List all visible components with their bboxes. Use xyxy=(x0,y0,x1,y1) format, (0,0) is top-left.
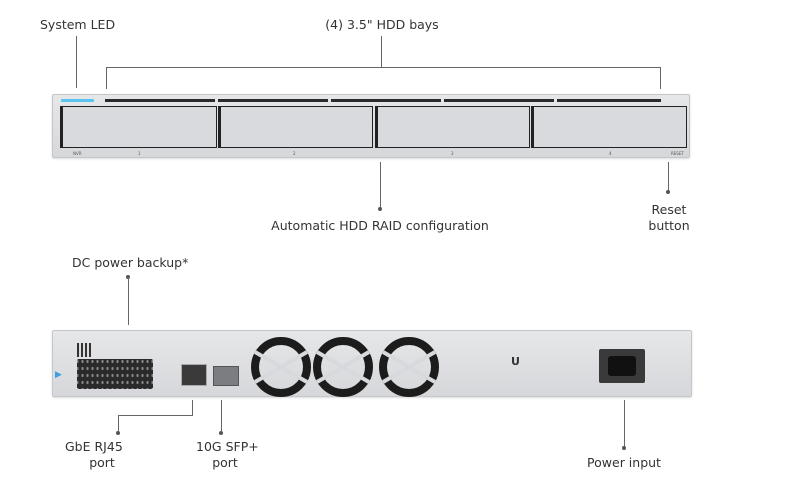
reset-label-1: Reset xyxy=(651,202,687,217)
ubiquiti-logo-icon: U xyxy=(511,355,520,368)
fan-1 xyxy=(251,337,311,397)
qr-code-icon xyxy=(77,343,91,357)
bay-number: 4 xyxy=(609,151,612,156)
hdd-bay-4[interactable] xyxy=(531,106,687,148)
hdd-bay-3[interactable] xyxy=(375,106,530,148)
gbe-label-2: port xyxy=(89,455,115,470)
hdd-bay-2[interactable] xyxy=(218,106,373,148)
bay-number: 3 xyxy=(451,151,454,156)
sfp-port[interactable] xyxy=(213,366,239,386)
reset-leader xyxy=(668,162,669,192)
gbe-leader xyxy=(192,400,193,415)
bracket-left xyxy=(106,67,107,89)
fan-2 xyxy=(313,337,373,397)
fan-3 xyxy=(379,337,439,397)
power-input-leader xyxy=(624,400,625,448)
gbe-label-1: GbE RJ45 xyxy=(65,439,123,454)
hdd-bays-leader xyxy=(381,36,382,67)
hdd-bays-bracket xyxy=(106,67,661,68)
rj45-port[interactable] xyxy=(181,364,207,386)
dc-power-label: DC power backup* xyxy=(72,255,189,270)
system-led-leader xyxy=(76,36,77,88)
system-led-label: System LED xyxy=(40,17,116,32)
hdd-bay-1[interactable] xyxy=(60,106,217,148)
dc-power-leader xyxy=(128,277,129,325)
nvr-text: NVR xyxy=(73,151,82,156)
bay-number: 2 xyxy=(293,151,296,156)
raid-label: Automatic HDD RAID configuration xyxy=(271,218,489,233)
sfp-leader xyxy=(221,400,222,431)
power-inlet[interactable] xyxy=(599,349,645,383)
raid-leader xyxy=(380,162,381,210)
sfp-label-2: port xyxy=(212,455,238,470)
bay-number: 1 xyxy=(138,151,141,156)
system-led xyxy=(61,99,94,102)
reset-button[interactable]: RESET xyxy=(671,151,684,156)
dc-power-connector[interactable] xyxy=(77,359,153,389)
sfp-label-1: 10G SFP+ xyxy=(196,439,259,454)
rear-panel: ▶ U xyxy=(52,330,692,397)
reset-label-2: button xyxy=(648,218,690,233)
bracket-right xyxy=(660,67,661,89)
power-input-label: Power input xyxy=(587,455,661,470)
hdd-bays-label: (4) 3.5" HDD bays xyxy=(325,17,439,32)
front-panel: NVR 1 2 3 4 RESET xyxy=(52,94,690,158)
ubiquiti-arrow-icon: ▶ xyxy=(55,370,62,380)
